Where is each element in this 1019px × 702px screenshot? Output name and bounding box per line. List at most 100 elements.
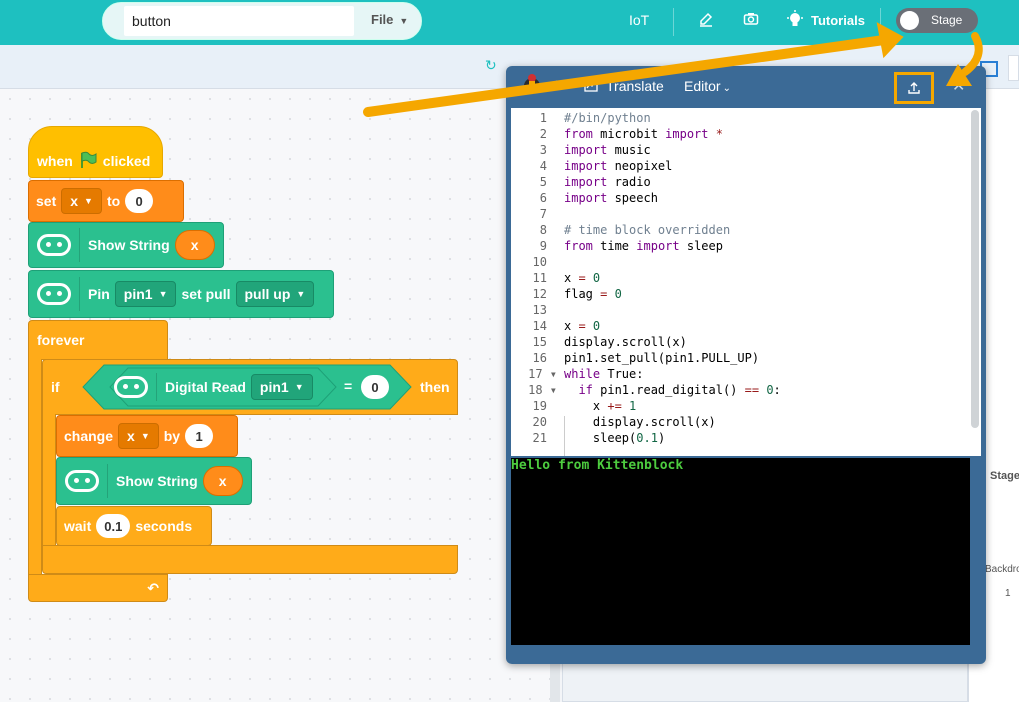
line-number: 19 <box>532 399 547 413</box>
divider <box>79 277 80 311</box>
forever-block[interactable]: forever <box>28 320 168 360</box>
line-number: 1 <box>539 111 547 125</box>
forever-block-arm <box>28 359 42 575</box>
indent-guide <box>564 416 565 456</box>
code-text: pin1.set_pull(pin1.PULL_UP) <box>564 351 760 365</box>
line-number: 6 <box>539 191 547 205</box>
by-label: by <box>163 428 181 444</box>
stage-toggle-label: Stage <box>931 13 963 27</box>
variable-reporter[interactable]: x <box>202 466 243 496</box>
line-number-gutter <box>511 108 557 456</box>
line-number: 20 <box>532 415 547 429</box>
equals-operator: = <box>344 378 353 394</box>
code-text: if pin1.read_digital() == 0: <box>578 383 781 397</box>
line-number: 12 <box>532 287 547 301</box>
line-number: 17 ▾ <box>528 367 557 381</box>
change-variable-dropdown[interactable]: x▼ <box>118 423 159 449</box>
pull-dropdown-value: pull up <box>244 286 291 302</box>
code-text: # time block overridden <box>564 223 731 237</box>
stage-tab[interactable]: Stage <box>990 470 1019 482</box>
wait-block[interactable]: wait 0.1 seconds <box>56 506 212 546</box>
line-number: 13 <box>532 303 547 317</box>
translate-icon <box>584 78 598 97</box>
set-variable-block[interactable]: set x▼ to 0 <box>28 180 184 222</box>
line-number: 16 <box>532 351 547 365</box>
upload-button[interactable] <box>894 72 934 104</box>
translate-button[interactable]: Translate <box>606 78 664 94</box>
file-menu-label: File <box>371 12 394 27</box>
line-number: 7 <box>539 207 547 221</box>
forever-label: forever <box>37 332 85 348</box>
line-number: 11 <box>532 271 547 285</box>
line-number: 5 <box>539 175 547 189</box>
change-label: change <box>64 428 114 444</box>
chevron-down-icon: ▼ <box>140 431 150 441</box>
compare-value-input[interactable]: 0 <box>361 375 389 399</box>
editor-dropdown[interactable]: Editor⌄ <box>684 78 731 94</box>
editor-header: ⬇ Translate Editor⌄ ✕ <box>506 66 986 108</box>
green-flag-icon <box>79 151 97 172</box>
digital-read-pin-dropdown[interactable]: pin1▼ <box>250 374 313 400</box>
change-variable-block[interactable]: change x▼ by 1 <box>56 415 238 457</box>
line-number: 3 <box>539 143 547 157</box>
code-text: from microbit import * <box>564 127 723 141</box>
loop-arrow-icon: ↶ <box>147 579 159 596</box>
file-menu[interactable]: File ▼ <box>371 12 408 27</box>
variable-reporter[interactable]: x <box>174 230 215 260</box>
chevron-down-icon: ▼ <box>399 16 409 26</box>
edit-pencil-icon[interactable] <box>698 11 714 30</box>
wait-value-input[interactable]: 0.1 <box>96 514 131 538</box>
microbit-icon <box>65 470 99 492</box>
pin-set-pull-block[interactable]: Pin pin1▼ set pull pull up ▼ <box>28 270 334 318</box>
line-number: 8 <box>539 223 547 237</box>
close-icon[interactable]: ✕ <box>952 78 966 95</box>
line-number: 9 <box>539 239 547 253</box>
chevron-down-icon: ⌄ <box>722 83 731 94</box>
tutorials-menu[interactable]: Tutorials <box>811 13 865 28</box>
code-text: display.scroll(x) <box>564 415 716 429</box>
camera-icon[interactable] <box>743 11 759 30</box>
code-text: while True: <box>564 367 644 381</box>
save-icon[interactable]: ⬇ <box>552 78 563 93</box>
microbit-icon <box>37 283 71 305</box>
divider <box>880 8 881 36</box>
digital-read-block[interactable]: Digital Read pin1▼ <box>110 370 318 404</box>
divider <box>156 373 157 401</box>
search-input[interactable] <box>124 6 354 36</box>
code-text: sleep(0.1) <box>564 431 666 445</box>
digital-read-label: Digital Read <box>165 379 246 395</box>
microbit-icon <box>37 234 71 256</box>
chevron-down-icon: ▼ <box>296 289 306 299</box>
show-string-label: Show String <box>116 473 198 489</box>
line-number: 21 <box>532 431 547 445</box>
line-number: 14 <box>532 319 547 333</box>
pin-dropdown-value: pin1 <box>123 286 153 302</box>
set-pull-label: set pull <box>181 286 231 302</box>
code-text: x = 0 <box>564 319 601 333</box>
when-flag-clicked-block[interactable]: when clicked <box>28 126 163 178</box>
show-string-block[interactable]: Show String x <box>28 222 224 268</box>
refresh-icon[interactable]: ↻ <box>485 57 497 73</box>
console-text: Hello from Kittenblock <box>511 458 684 473</box>
if-label: if <box>51 379 60 395</box>
seconds-label: seconds <box>135 518 193 534</box>
upload-icon <box>908 82 920 94</box>
show-string-block-2[interactable]: Show String x <box>56 457 252 505</box>
toggle-knob <box>900 11 919 30</box>
change-value-input[interactable]: 1 <box>185 424 214 448</box>
pull-dropdown[interactable]: pull up ▼ <box>235 281 315 307</box>
set-value-input[interactable]: 0 <box>125 189 154 213</box>
code-text: from time import sleep <box>564 239 723 253</box>
code-scrollbar[interactable] <box>971 110 979 428</box>
microbit-icon <box>114 376 148 398</box>
iot-menu[interactable]: IoT <box>629 12 650 28</box>
pin-dropdown[interactable]: pin1▼ <box>114 281 177 307</box>
stage-toggle[interactable]: Stage <box>896 8 978 33</box>
pin-label: Pin <box>88 286 110 302</box>
panel-button[interactable] <box>1008 55 1019 81</box>
variable-dropdown[interactable]: x▼ <box>61 188 102 214</box>
forever-block-footer: ↶ <box>28 574 168 602</box>
lightbulb-icon <box>786 10 804 33</box>
